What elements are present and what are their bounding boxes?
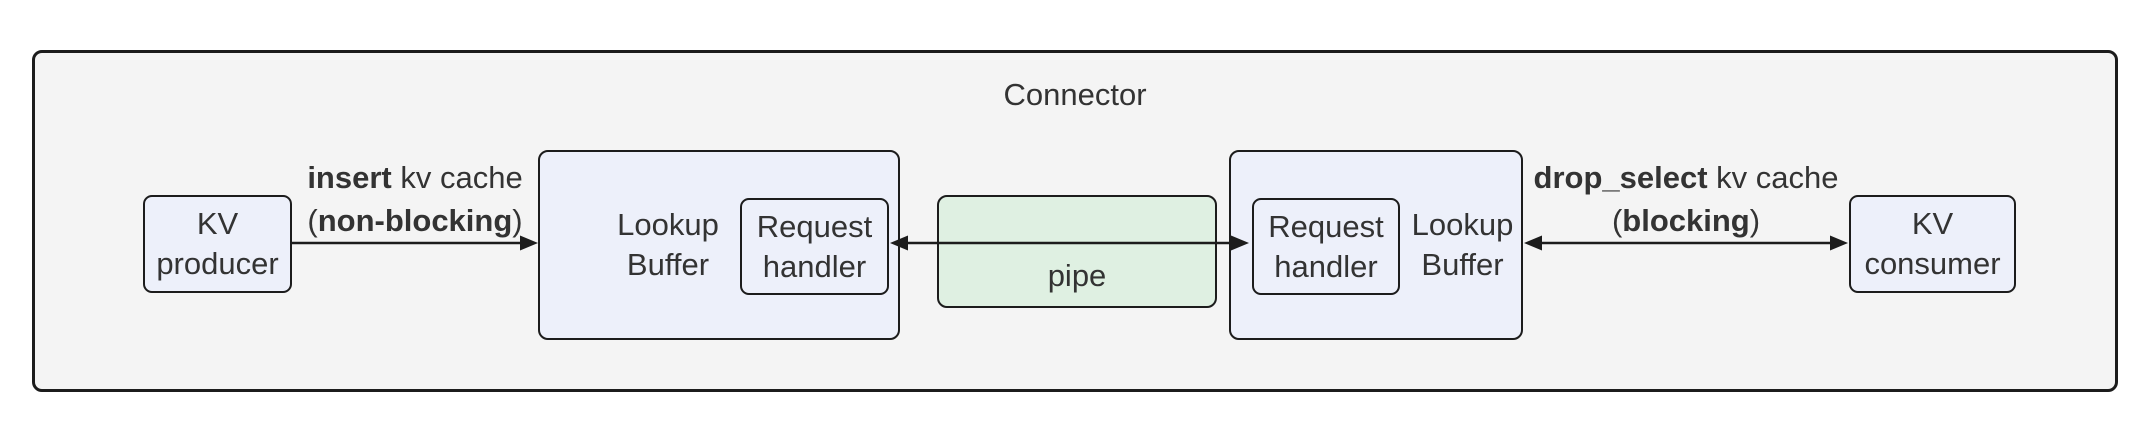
insert-edge-label-line2: (non-blocking) — [307, 203, 523, 238]
drop-select-edge-label: drop_select kv cache (blocking) — [1521, 156, 1851, 242]
lookup-buffer-left-label: Lookup Buffer — [617, 207, 719, 282]
insert-edge-label-line1: insert kv cache — [307, 160, 523, 195]
lookup-buffer-right-node: Request handler Lookup Buffer — [1229, 150, 1523, 340]
request-handler-right-node: Request handler — [1252, 198, 1400, 295]
kv-consumer-label-line1: KV — [1911, 206, 1954, 241]
kv-producer-label-line2: producer — [156, 246, 279, 281]
lookup-buffer-right-label: Lookup Buffer — [1411, 207, 1514, 282]
pipe-node: pipe — [937, 195, 1217, 308]
request-handler-left-node: Request handler — [740, 198, 889, 295]
drop-select-edge-label-line2: (blocking) — [1611, 203, 1761, 238]
connector-title: Connector — [1003, 77, 1147, 112]
kv-producer-node: KV producer — [143, 195, 292, 293]
kv-consumer-node: KV consumer — [1849, 195, 2016, 293]
lookup-buffer-left-node: Lookup Buffer Request handler — [538, 150, 900, 340]
pipe-label: pipe — [1047, 258, 1107, 293]
kv-consumer-label-line2: consumer — [1864, 246, 2001, 281]
drop-select-edge-label-line1: drop_select kv cache — [1533, 160, 1839, 195]
kv-producer-label-line1: KV — [196, 206, 239, 241]
insert-edge-label: insert kv cache (non-blocking) — [265, 156, 565, 242]
